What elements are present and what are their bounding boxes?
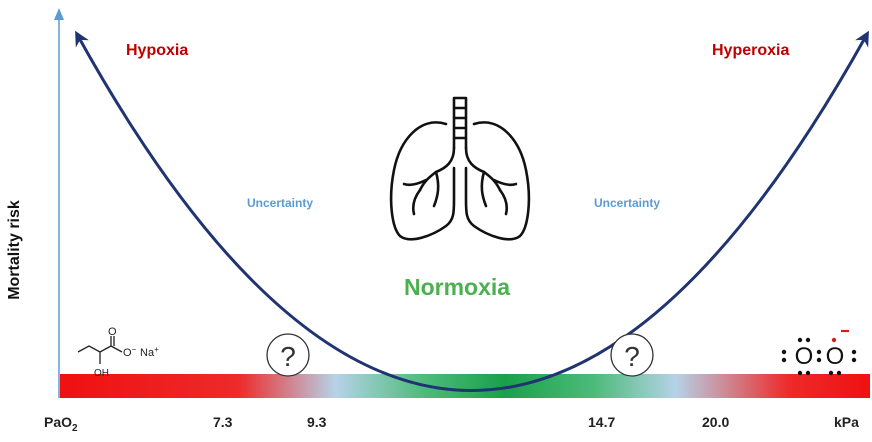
question-mark-left: ?	[280, 341, 296, 372]
uncertainty-left-label: Uncertainty	[247, 196, 314, 210]
normoxia-label: Normoxia	[404, 274, 511, 300]
x-tick-label: 20.0	[702, 414, 730, 430]
x-axis-variable-label: PaO2	[44, 414, 78, 434]
uncertainty-right-label: Uncertainty	[594, 196, 661, 210]
mortality-risk-curve	[75, 30, 869, 392]
lactate-carbonyl-o: O	[108, 326, 117, 338]
pao2-gradient-bar	[60, 374, 870, 398]
lactate-oh: OH	[94, 368, 109, 379]
y-axis-arrow	[54, 8, 64, 20]
x-axis-unit-label: kPa	[834, 414, 859, 430]
superoxide-o1: O	[795, 343, 814, 370]
lactate-o-minus: O−	[123, 345, 137, 360]
y-axis-label: Mortality risk	[6, 200, 23, 300]
superoxide-icon: O O	[781, 329, 857, 376]
lactate-structure-icon	[77, 336, 123, 364]
question-circle-icon: ?	[266, 333, 310, 377]
question-circle-icon: ?	[610, 333, 654, 377]
question-mark-right: ?	[624, 341, 640, 372]
hyperoxia-label: Hyperoxia	[712, 42, 790, 59]
x-tick-label: 9.3	[307, 414, 327, 430]
lactate-na-plus: Na+	[140, 345, 159, 360]
lungs-icon	[389, 96, 531, 241]
superoxide-o2: O	[826, 343, 845, 370]
x-axis-variable: PaO	[44, 414, 73, 430]
x-axis-variable-subscript: 2	[72, 422, 78, 434]
hypoxia-label: Hypoxia	[126, 42, 189, 59]
x-tick-label: 7.3	[213, 414, 233, 430]
x-tick-label: 14.7	[588, 414, 616, 430]
